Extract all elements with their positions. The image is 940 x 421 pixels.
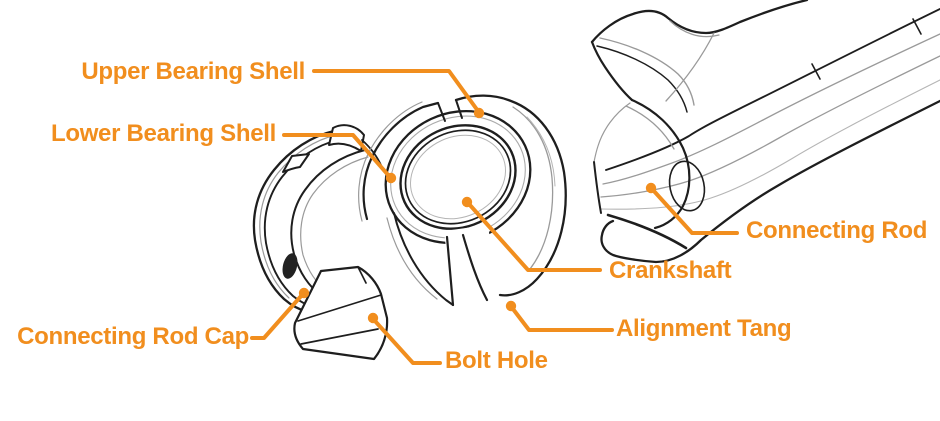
split-gap-left-edge (445, 235, 455, 307)
split-gap-fill (444, 225, 497, 307)
lower-shell-bottom-edge (393, 212, 454, 306)
lower-shell-bottom-highlight (386, 217, 438, 300)
rod-top-silhouette (590, 0, 809, 44)
leader-upper-bearing-shell (312, 69, 480, 113)
dot-connecting-rod-cap (298, 287, 310, 299)
block-end-edge (357, 266, 367, 284)
rod-beam-tick-1 (811, 63, 821, 80)
connecting-rod-cap-drawing (252, 124, 389, 361)
leader-connecting-rod (651, 188, 739, 235)
dot-bolt-hole (367, 312, 379, 324)
bolt-boss-block (293, 265, 389, 361)
rod-saddle-inner (665, 32, 715, 102)
rod-beam-line-4 (599, 79, 940, 210)
rod-mouth-edge (593, 102, 631, 163)
cap-seat-highlight (300, 156, 369, 293)
shell-surface-contour (512, 106, 554, 270)
rod-beam-line-2 (602, 33, 940, 185)
rod-hook-rim-2 (596, 45, 688, 113)
rod-bore-front-edge (630, 98, 691, 230)
label-lower-bearing-shell: Lower Bearing Shell (50, 120, 276, 147)
shell-end-face-right (455, 99, 463, 119)
cap-seat-edge (290, 149, 366, 297)
leader-lower-bearing-shell (282, 133, 391, 178)
dot-connecting-rod (645, 182, 657, 194)
rod-saddle-line (669, 20, 720, 38)
leader-crankshaft (467, 202, 602, 272)
rod-tip-face (590, 40, 634, 102)
cap-outer-edge (252, 129, 336, 314)
block-crease-bottom (300, 328, 379, 345)
bore-opening (399, 124, 517, 230)
shell-surface-contour-2 (526, 116, 556, 187)
label-crankshaft: Crankshaft (609, 257, 732, 284)
upper-shell-silhouette (454, 94, 567, 297)
cap-rim-highlight (259, 134, 337, 299)
label-alignment-tang: Alignment Tang (616, 315, 792, 342)
split-gap-right-edge (461, 233, 489, 302)
label-bolt-hole: Bolt Hole (445, 347, 548, 374)
dot-crankshaft (461, 196, 473, 208)
bolt-hole-mark (282, 253, 298, 279)
leader-lines (250, 69, 739, 365)
cap-top-tab (328, 124, 365, 152)
rod-bottom-silhouette (600, 99, 940, 264)
dot-alignment-tang (505, 300, 517, 312)
bore-opening-inner (404, 129, 512, 225)
rod-bore-front-highlight (625, 105, 675, 150)
block-crease-top (297, 294, 382, 322)
leader-alignment-tang (511, 307, 614, 332)
rod-hook-rim-1 (599, 37, 695, 106)
rod-face-edge (593, 161, 602, 214)
rod-beam-tick-2 (912, 18, 922, 35)
rod-jaw-shadow (606, 213, 688, 250)
leader-bolt-hole (373, 319, 442, 365)
dot-lower-bearing-shell (385, 172, 397, 184)
shell-end-face-left (437, 102, 446, 122)
rod-bore-back-edge (668, 160, 706, 212)
leader-connecting-rod-cap (250, 293, 304, 340)
label-connecting-rod: Connecting Rod (746, 217, 928, 244)
label-connecting-rod-cap: Connecting Rod Cap (17, 323, 249, 350)
rod-beam-line-1 (605, 8, 940, 171)
dot-upper-bearing-shell (473, 107, 485, 119)
bearing-shells-drawing (358, 94, 567, 307)
cap-notch-tab (282, 153, 310, 173)
label-upper-bearing-shell: Upper Bearing Shell (81, 58, 305, 85)
